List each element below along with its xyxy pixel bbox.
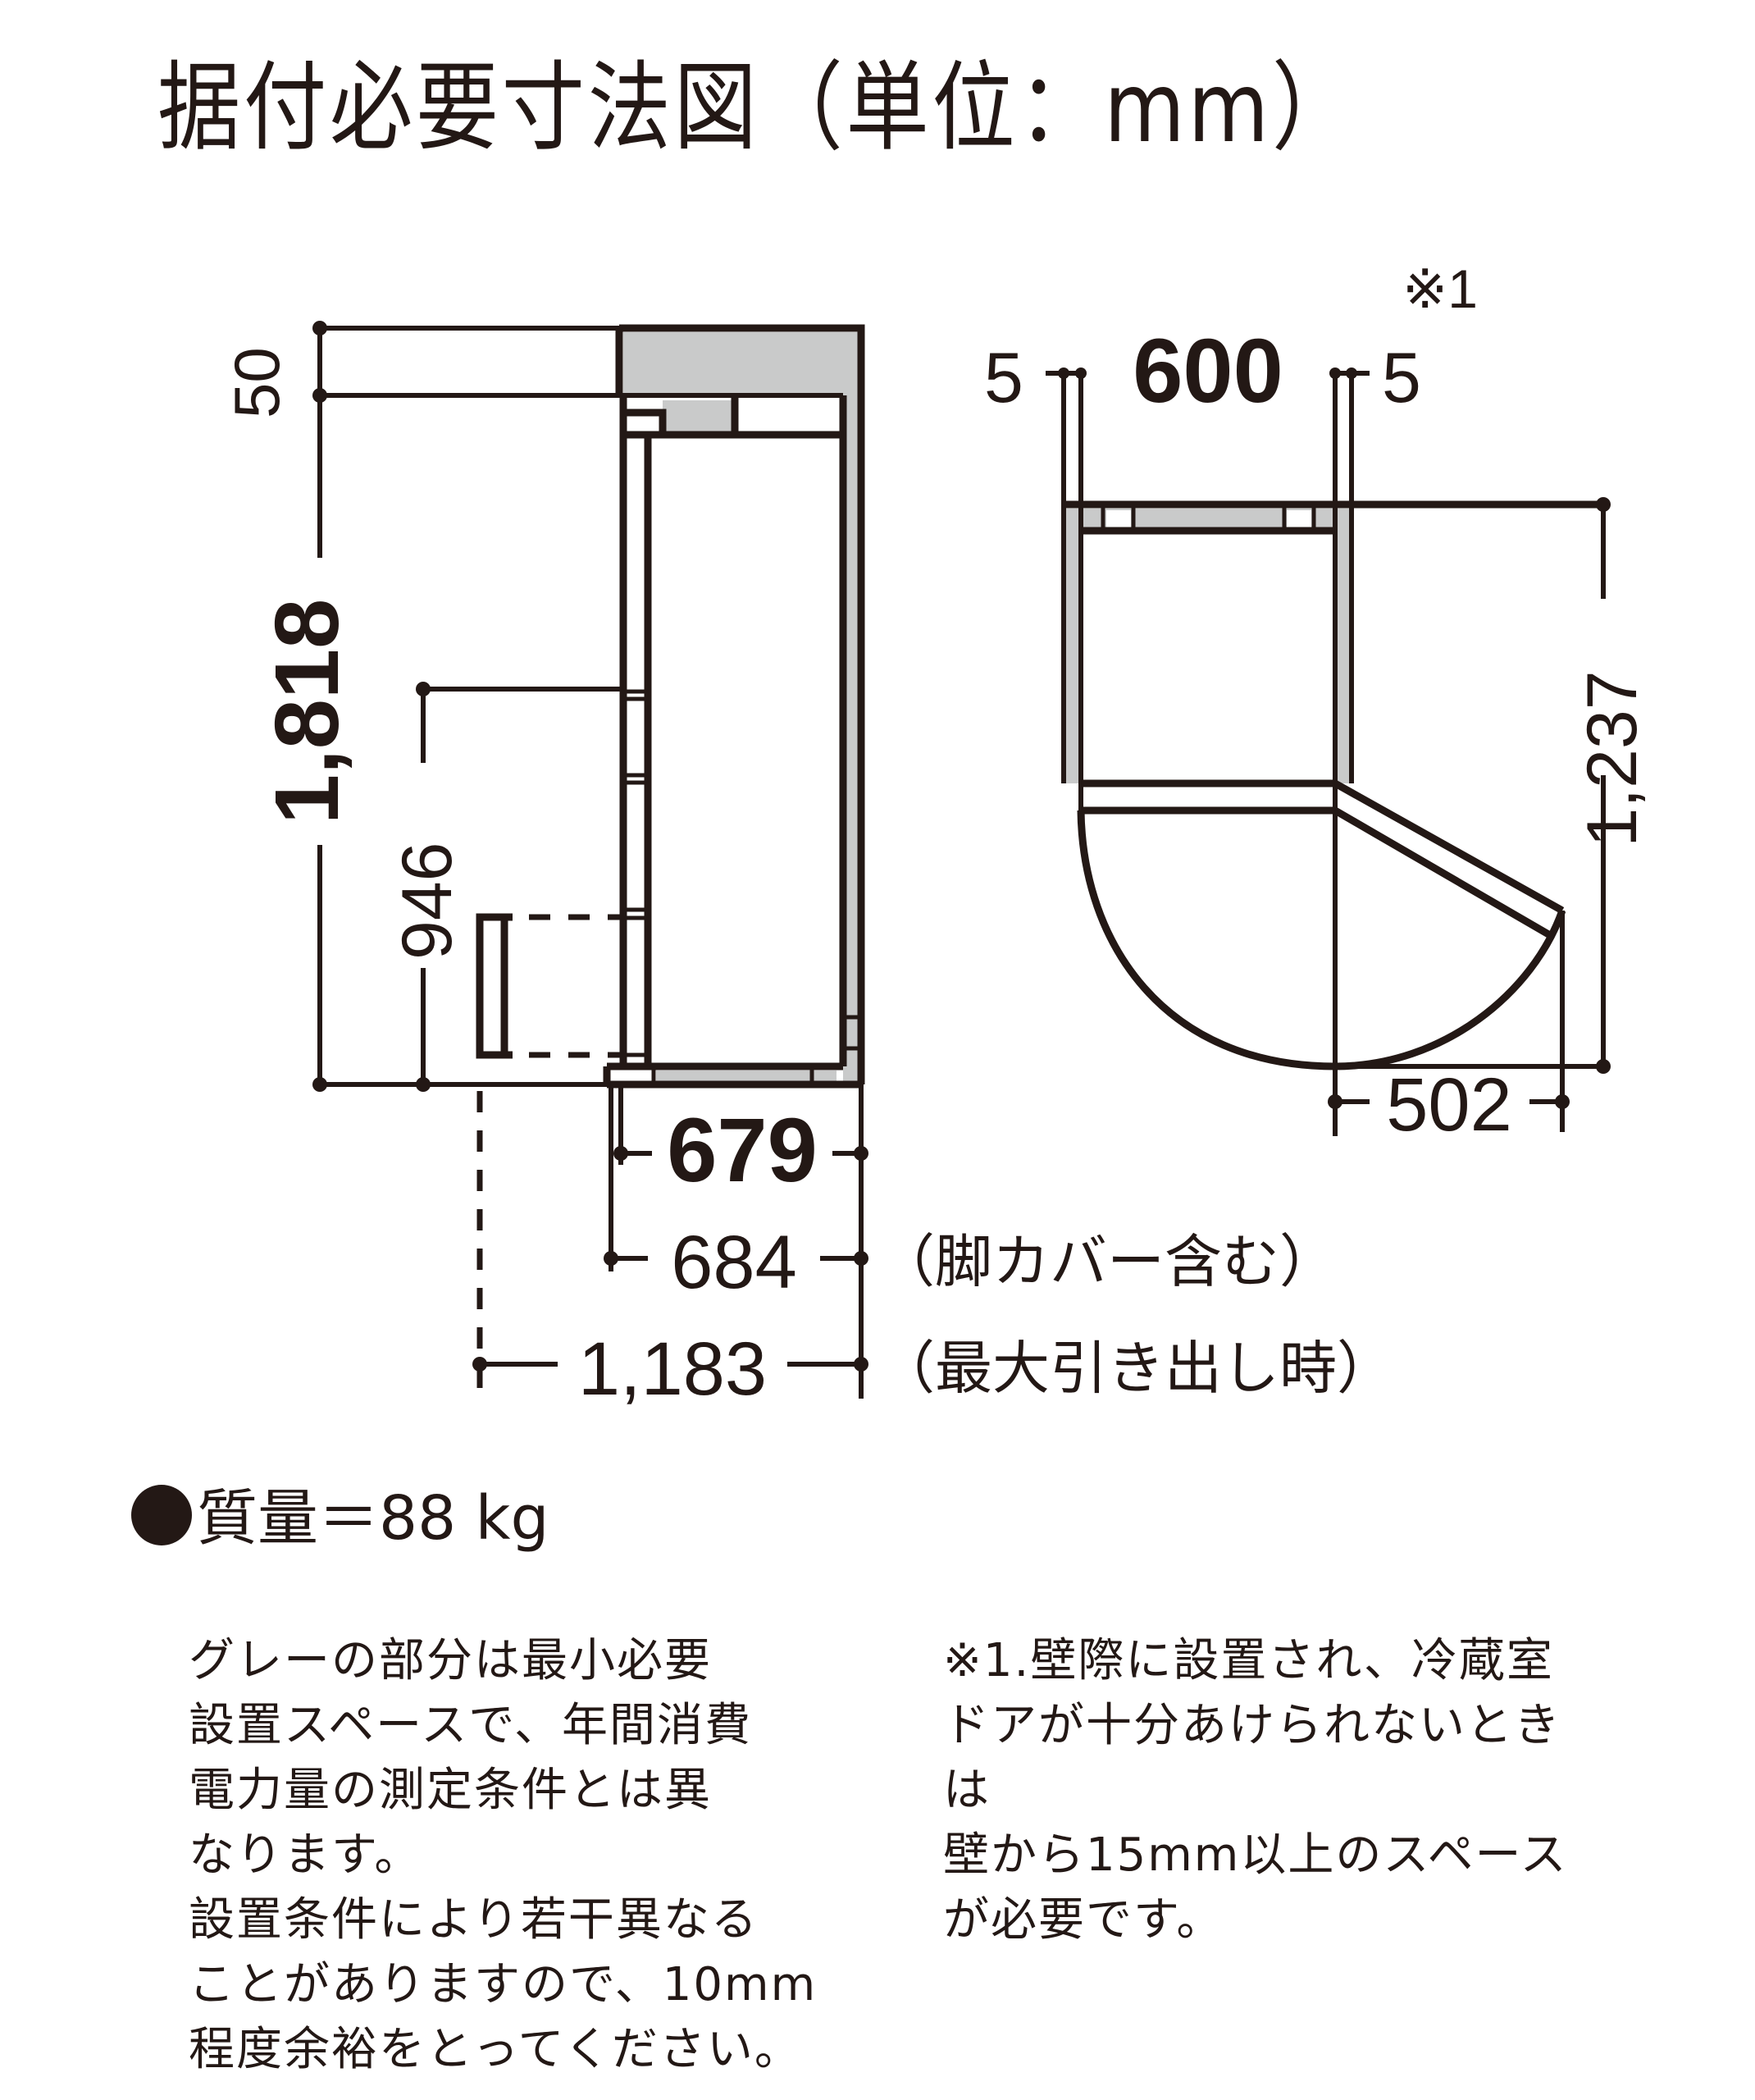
top-view: ※1 5 600 5 xyxy=(984,258,1652,1147)
dim-depth-leg-cover: 684 xyxy=(671,1221,797,1304)
dim-top-clearance: 50 xyxy=(221,347,293,418)
dim-left-clearance: 5 xyxy=(984,339,1023,418)
dim-depth: 679 xyxy=(667,1100,818,1201)
page-title: 据付必要寸法図（単位：mm） xyxy=(157,51,1358,164)
mass-label: 質量＝88 kg xyxy=(197,1483,549,1554)
dim-right-clearance: 5 xyxy=(1382,339,1421,418)
filled-circle-bullet-icon xyxy=(131,1485,192,1545)
dim-total-height: 1,818 xyxy=(257,599,358,824)
note-marker: ※1 xyxy=(1402,258,1478,319)
wall-clearance-note: ※1.壁際に設置され、冷蔵室 ドアが十分あけられないときは 壁から15mm以上の… xyxy=(943,1634,1568,1947)
installation-note: グレーの部分は最小必要 設置スペースで、年間消費 電力量の測定条件とは異 なりま… xyxy=(189,1634,818,2076)
dim-freezer-height: 946 xyxy=(388,842,467,961)
mass-spec: 質量＝88 kg xyxy=(131,1485,549,1549)
side-view: 50 1,818 946 679 684 （脚カバー含む） 1,183 （最大引… xyxy=(221,321,1394,1411)
dim-depth-leg-cover-note: （脚カバー含む） xyxy=(878,1230,1337,1294)
dim-width: 600 xyxy=(1133,321,1283,422)
dim-door-swing: 502 xyxy=(1386,1063,1512,1147)
dim-depth-drawer-open: 1,183 xyxy=(578,1327,767,1411)
dim-depth-drawer-open-note: （最大引き出し時） xyxy=(878,1336,1394,1400)
dim-door-open-depth: 1,237 xyxy=(1573,670,1652,847)
